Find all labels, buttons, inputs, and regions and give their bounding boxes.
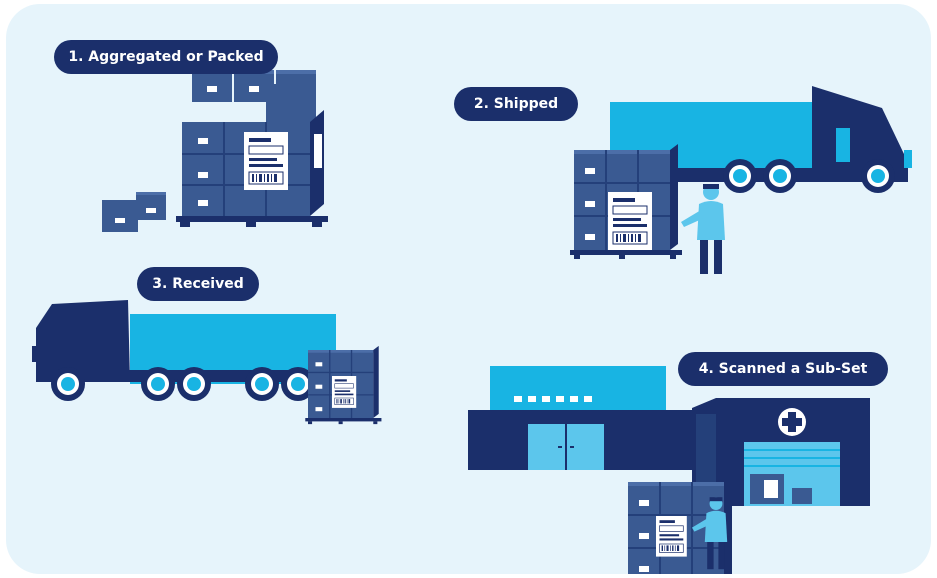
step4-shipping-label	[656, 516, 687, 557]
step4-sign	[490, 366, 666, 410]
step-2-label: 2. Shipped	[454, 87, 578, 121]
step4-warehouse-scene	[468, 366, 870, 574]
diagram-panel: 1. Aggregated or Packed 2. Shipped 3. Re…	[6, 4, 931, 574]
step-4-label: 4. Scanned a Sub-Set	[678, 352, 888, 386]
step1-pallet-scene	[102, 70, 328, 232]
step2-worker	[681, 184, 725, 274]
step3-truck-scene	[32, 300, 381, 424]
step1-shipping-label	[244, 132, 288, 190]
step2-truck-cab	[812, 86, 908, 174]
step3-truck-cab	[36, 300, 130, 382]
step2-shipping-label	[608, 192, 652, 250]
step1-small-box-2	[136, 192, 166, 220]
step1-small-box	[102, 200, 138, 232]
step-1-label: 1. Aggregated or Packed	[54, 40, 278, 74]
step-3-label: 3. Received	[137, 267, 259, 301]
step3-shipping-label	[332, 376, 356, 408]
step2-truck-scene	[570, 86, 912, 274]
